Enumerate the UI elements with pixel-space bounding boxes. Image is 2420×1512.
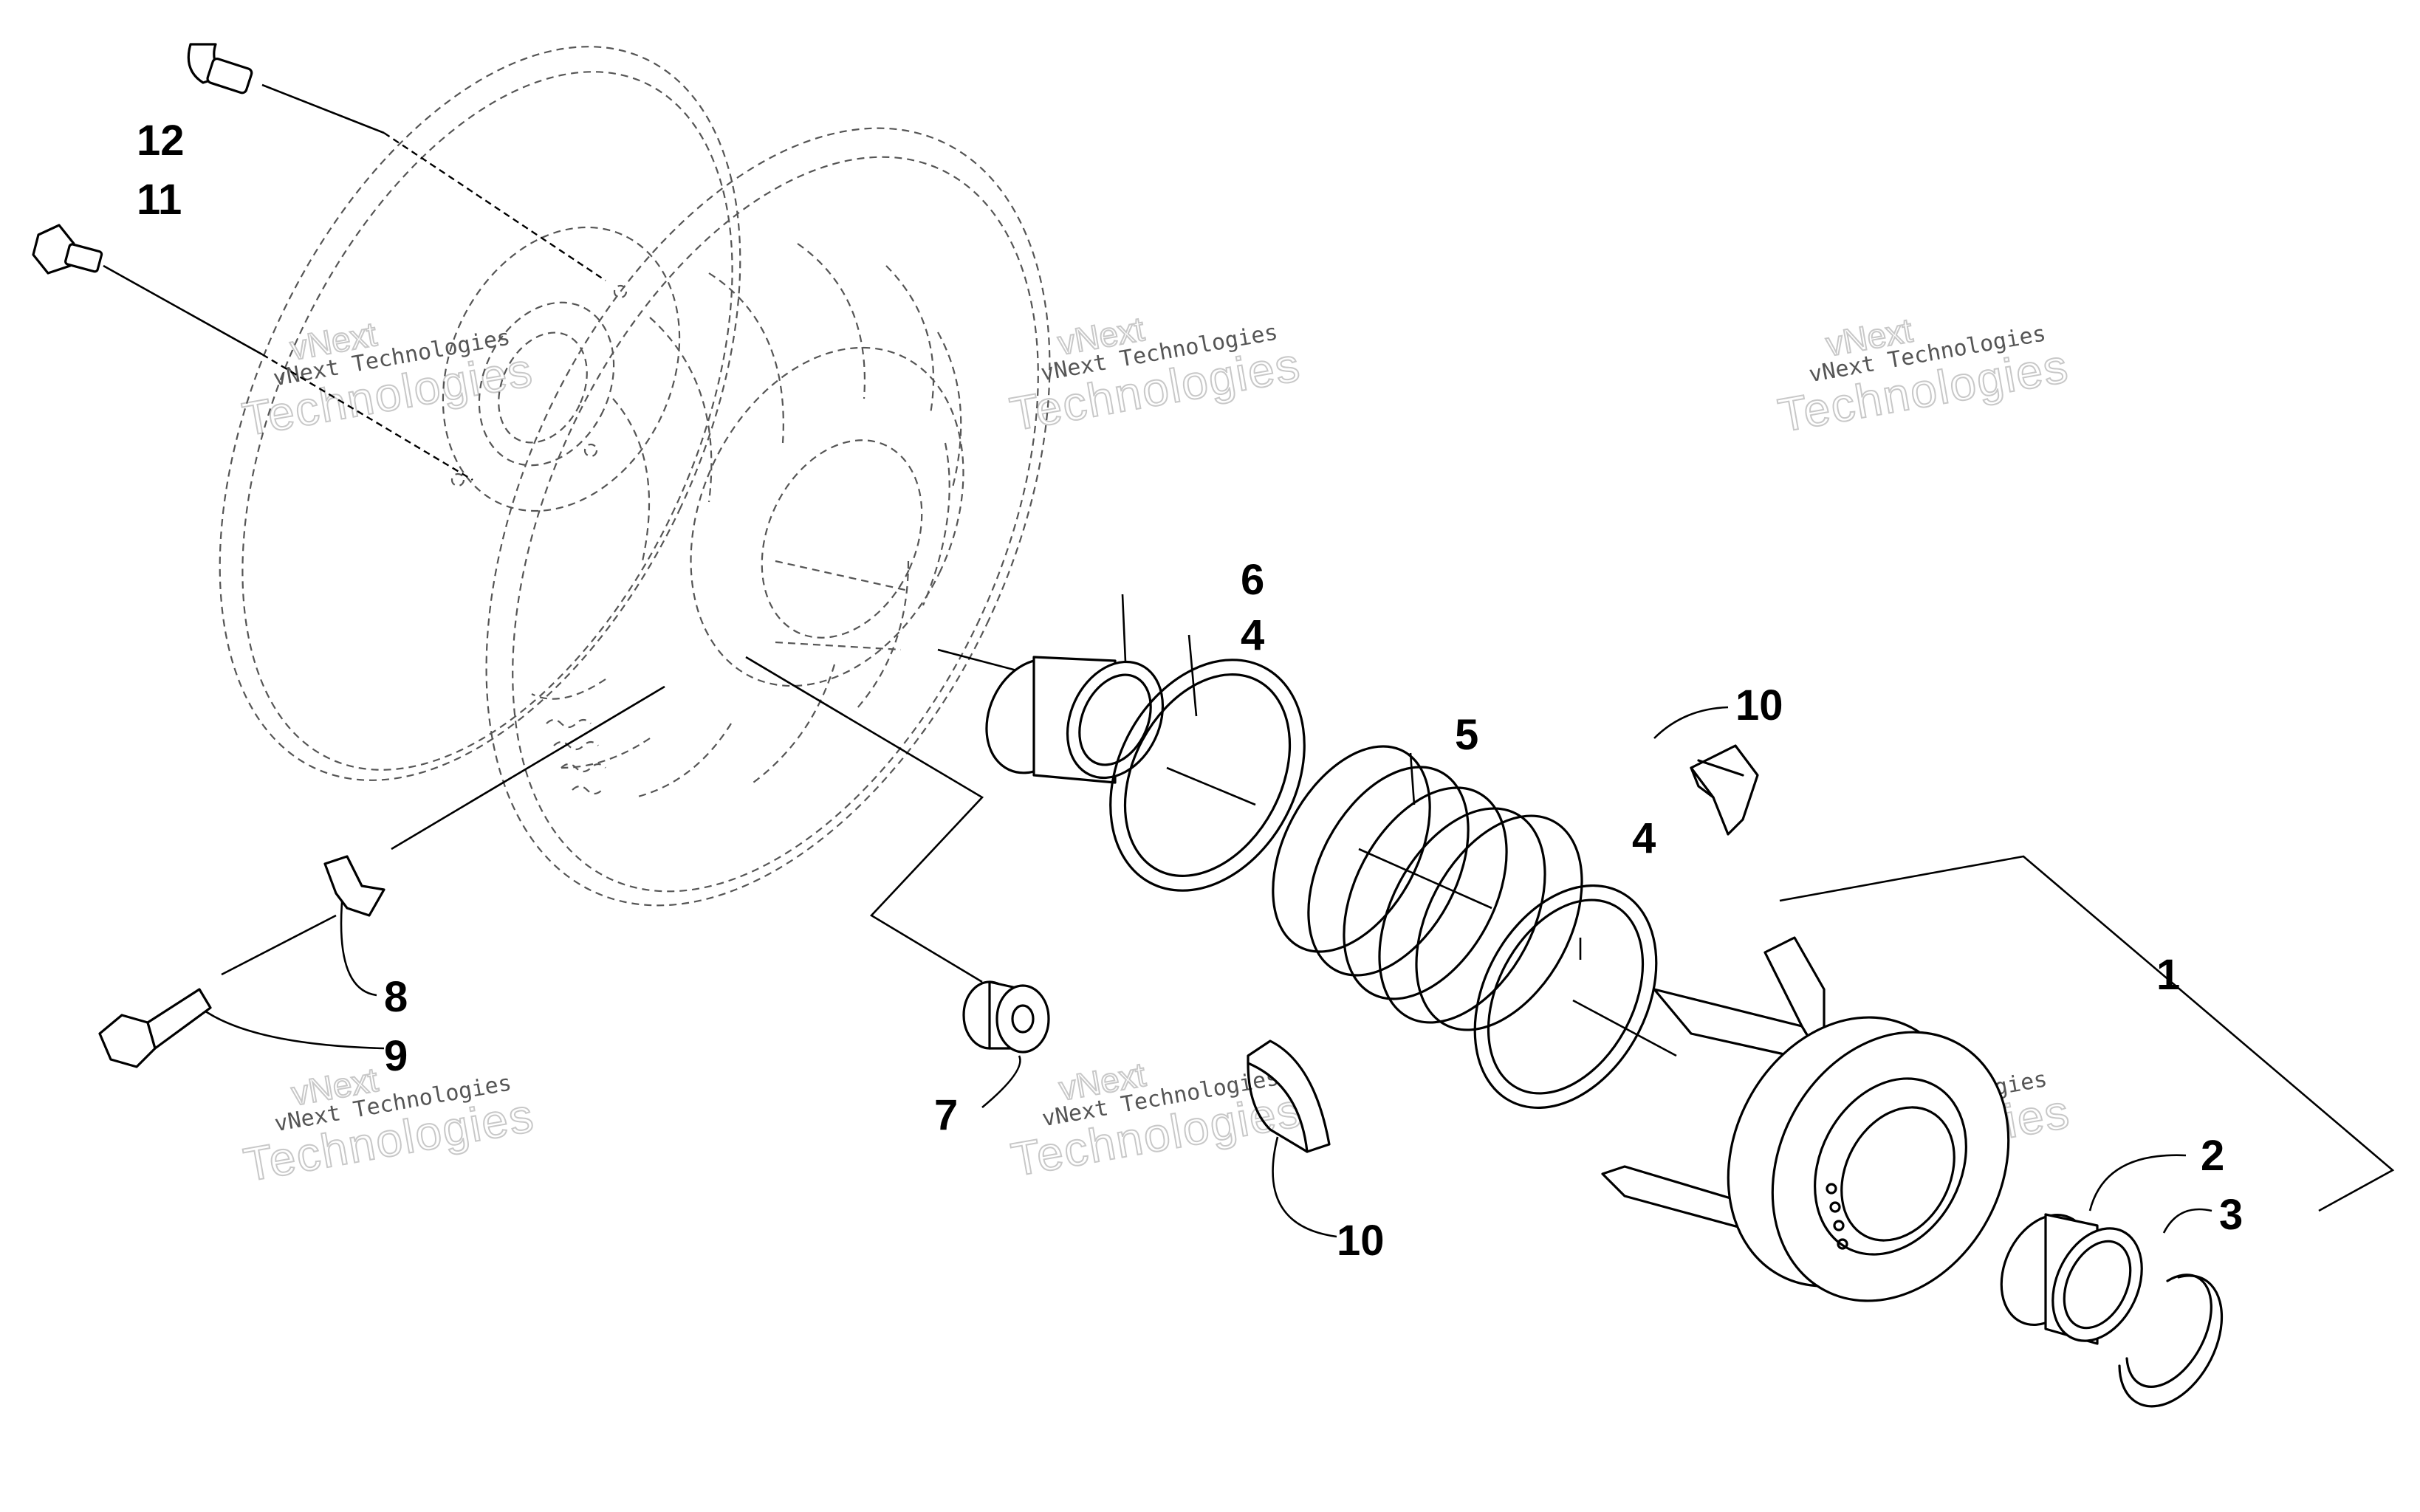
part-4-washer-right <box>1473 884 1658 1110</box>
watermark-top-center: vNext vNext Technologies Technologies <box>1005 309 1305 441</box>
part-7-roller <box>962 980 1050 1054</box>
callout-7: 7 <box>934 1091 958 1139</box>
callout-3: 3 <box>2219 1191 2243 1239</box>
part-5-spring <box>1272 745 1583 1031</box>
callout-12: 12 <box>137 117 185 165</box>
watermark-top-right: vNext vNext Technologies Technologies <box>1774 310 2074 443</box>
callout-5: 5 <box>1455 711 1478 759</box>
callout-4-right: 4 <box>1632 814 1656 862</box>
callout-labels: 12 11 6 4 5 10 4 1 8 9 7 10 2 3 <box>137 117 2243 1265</box>
callout-9: 9 <box>384 1032 408 1080</box>
callout-1: 1 <box>2156 951 2180 999</box>
leader-lines <box>103 83 2395 1301</box>
part-11-bolt <box>32 224 103 275</box>
callout-4-top: 4 <box>1241 611 1264 659</box>
part-3-snap-ring <box>2118 1274 2224 1408</box>
part-8-clip <box>323 855 385 917</box>
callout-2: 2 <box>2201 1132 2224 1180</box>
part-12-screw <box>187 43 253 94</box>
part-9-bolt <box>98 988 212 1068</box>
part-10-shoe-top <box>1690 744 1759 836</box>
callout-6: 6 <box>1241 556 1264 604</box>
callout-10-top: 10 <box>1735 681 1783 729</box>
part-10-shoe-bottom <box>1247 1040 1331 1153</box>
callout-10-bottom: 10 <box>1337 1217 1385 1265</box>
inner-sheave-ghost <box>485 127 1051 907</box>
part-2-bushing <box>2000 1213 2143 1345</box>
part-1-cam-assembly <box>1601 936 2010 1302</box>
callout-11: 11 <box>137 176 182 224</box>
watermark-top-left: vNext vNext Technologies Technologies <box>238 314 538 447</box>
part-4-washer-left <box>1109 659 1306 892</box>
outer-sheave-ghost <box>219 46 741 781</box>
callout-8: 8 <box>384 973 408 1021</box>
